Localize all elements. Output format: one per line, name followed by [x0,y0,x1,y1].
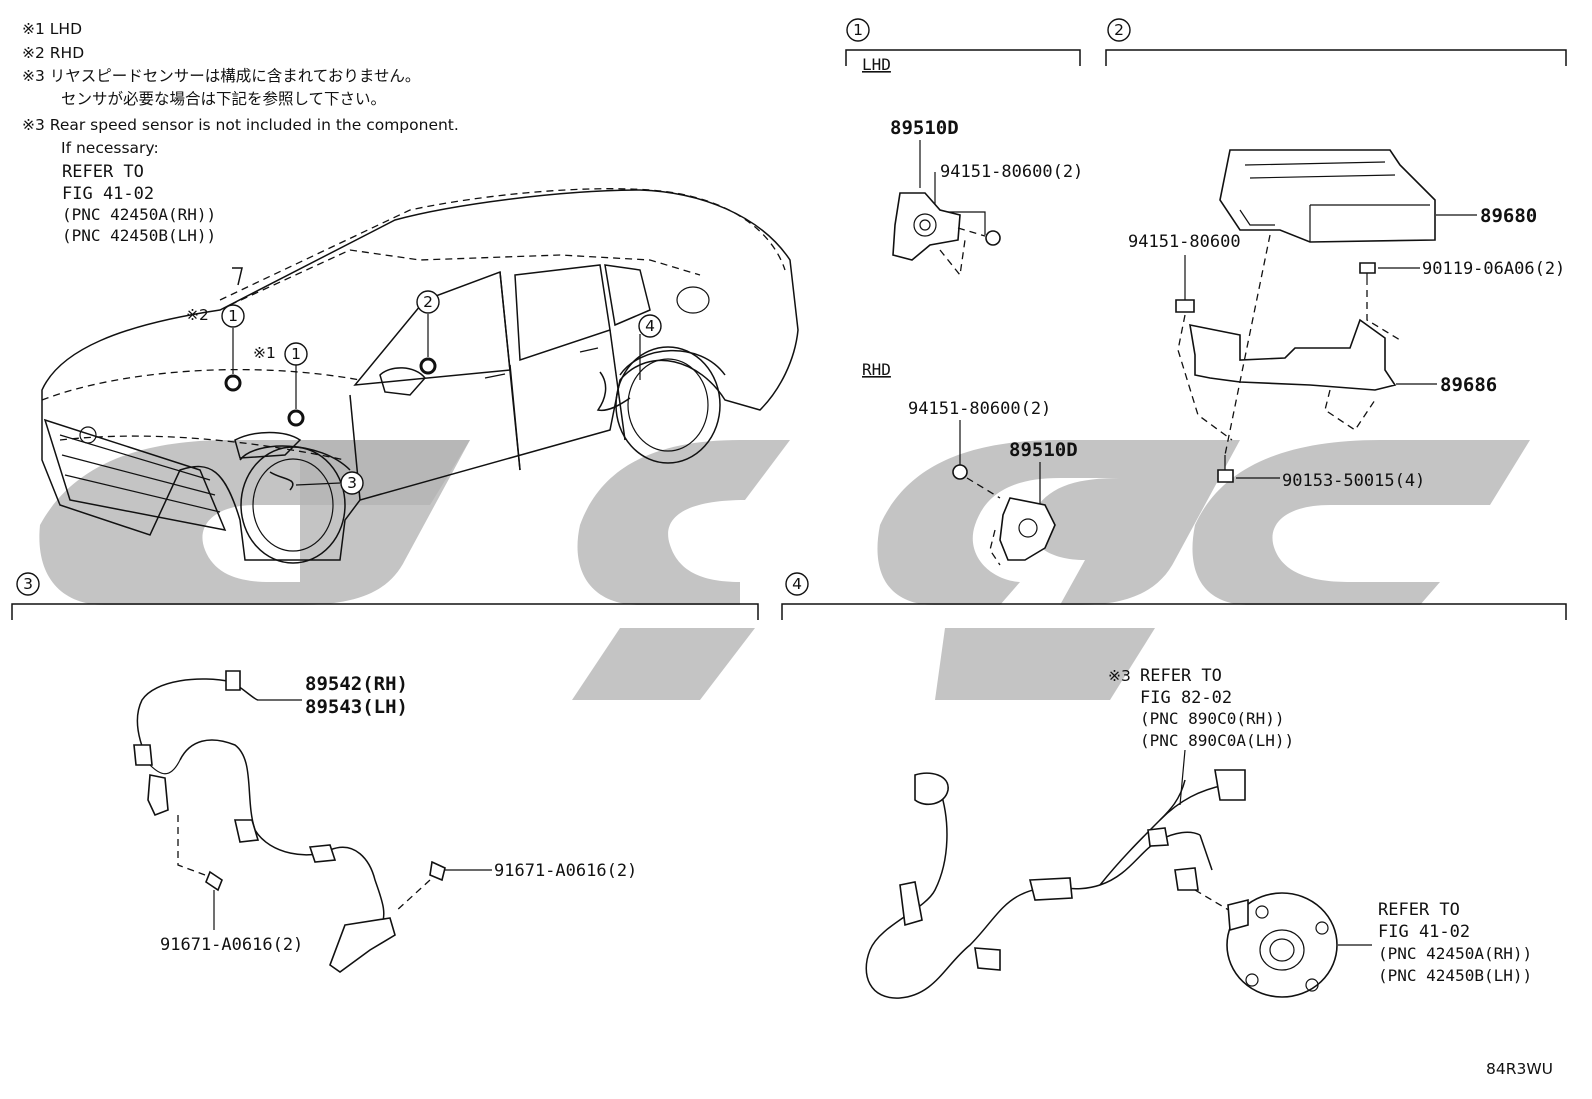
callout-3: 3 [347,474,357,492]
location-marker-2 [419,357,437,375]
part-94151-80600-lhd: 94151-80600(2) [940,162,1083,182]
section-4-refer-a2: FIG 82-02 [1140,688,1232,708]
note-refer-line2: FIG 41-02 [62,184,154,204]
callout-circle-4 [638,314,662,338]
section-4-refer-b2: FIG 41-02 [1378,922,1470,942]
section-2-number: 2 [1114,21,1124,39]
part-91671-A0616-left: 91671-A0616(2) [160,935,303,955]
callout-1-lhd: 1 [291,345,301,363]
note-3-en-line1: ※3 Rear speed sensor is not included in … [22,116,459,134]
car-illustration: 1 1 2 3 4 ※2 ※1 [41,188,799,564]
section-2-circle [1107,18,1131,42]
note-refer-line1: REFER TO [62,162,144,182]
section-4-circle [785,572,809,596]
callout-2: 2 [423,293,433,311]
notes-block: ※1 LHD ※2 RHD ※3 リヤスピードセンサーは構成に含まれておりません… [22,20,459,245]
section-4-refer-b1: REFER TO [1378,900,1460,920]
section-4-refer-mark: ※3 [1108,667,1131,685]
note-3-en-line2: If necessary: [61,139,159,157]
note-refer-line4: (PNC 42450B(LH)) [62,226,216,245]
mark-lhd: ※1 [253,344,276,362]
section-1-number: 1 [853,21,863,39]
watermark-logo [39,440,1530,700]
part-89686: 89686 [1440,374,1497,396]
section-1: 1 LHD 89510D 94151-80600(2) RHD 94151-80… [845,18,1083,566]
section-1-rhd-label: RHD [862,360,891,379]
note-lhd: ※1 LHD [22,20,82,38]
diagram-code: 84R3WU [1486,1060,1553,1078]
section-3: 3 89542(RH) 89543(LH) 91671-A0616(2) 916… [11,572,759,973]
callout-circle-2 [416,290,440,314]
part-90119-06A06: 90119-06A06(2) [1422,259,1565,279]
part-90153-50015: 90153-50015(4) [1282,471,1425,491]
section-1-lhd-label: LHD [862,55,891,74]
section-4-refer-b4: (PNC 42450B(LH)) [1378,966,1532,985]
section-4-refer-b3: (PNC 42450A(RH)) [1378,944,1532,963]
mark-rhd: ※2 [186,306,209,324]
section-3-number: 3 [23,575,33,593]
part-91671-A0616-right: 91671-A0616(2) [494,861,637,881]
callout-circle-1-rhd [221,304,245,328]
note-refer-line3: (PNC 42450A(RH)) [62,205,216,224]
part-89543-lh: 89543(LH) [305,696,408,718]
callout-1-rhd: 1 [228,307,238,325]
section-4-refer-a4: (PNC 890C0A(LH)) [1140,731,1294,750]
note-3-jp-line2: センサが必要な場合は下記を参照して下さい。 [61,90,386,108]
callout-circle-1-lhd [284,342,308,366]
section-4-number: 4 [792,575,802,593]
note-3-jp-line1: ※3 リヤスピードセンサーは構成に含まれておりません。 [22,67,420,85]
callout-4: 4 [645,317,655,335]
note-rhd: ※2 RHD [22,44,84,62]
part-94151-80600-rhd: 94151-80600(2) [908,399,1051,419]
section-1-circle [846,18,870,42]
section-4-refer-a1: REFER TO [1140,666,1222,686]
section-4-refer-a3: (PNC 890C0(RH)) [1140,709,1285,728]
location-marker-1-lhd [287,409,305,427]
callout-circle-3 [340,471,364,495]
section-3-circle [16,572,40,596]
part-89680: 89680 [1480,205,1537,227]
section-2: 2 89680 94151-80600 90119-06A06(2) 89686… [1105,18,1567,491]
part-89542-rh: 89542(RH) [305,673,408,695]
part-89510D-lhd: 89510D [890,117,959,139]
part-94151-80600-section2: 94151-80600 [1128,232,1241,252]
section-4: 4 ※3 REFER TO FIG 82-02 (PNC 890C0(RH)) … [781,572,1567,999]
location-marker-1-rhd [224,374,242,392]
part-89510D-rhd: 89510D [1009,439,1078,461]
